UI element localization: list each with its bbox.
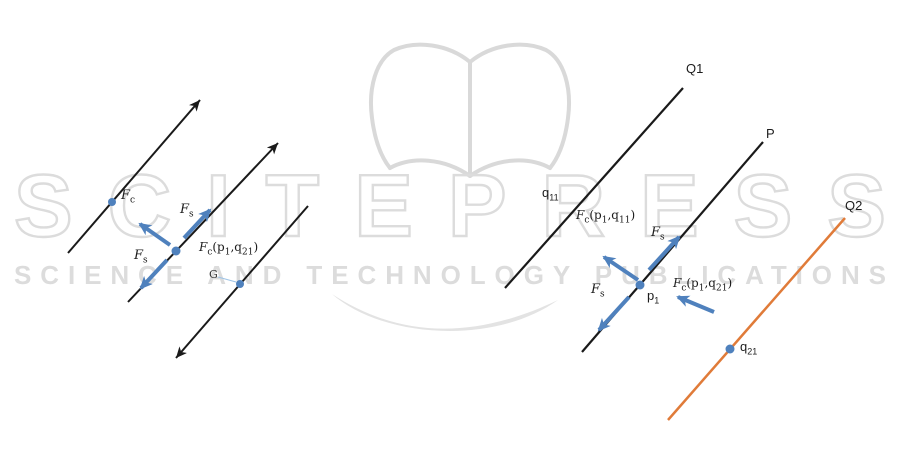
label-g: G <box>209 268 218 281</box>
label-fc-p1-q21: Fc(p1,q21) <box>673 276 733 294</box>
label-right-fs-upper: Fs <box>651 225 665 243</box>
right-force-fs-upper-arrow <box>647 235 681 272</box>
left-point-center <box>171 246 181 256</box>
line-q2 <box>667 217 846 421</box>
left-force-fs-upper-arrow <box>182 208 212 240</box>
left-point-on-line3 <box>236 280 244 288</box>
right-figure <box>504 87 846 421</box>
right-force-fc-p1q11-arrow <box>602 255 640 282</box>
label-left-fc-p1-q21: Fc(p1,q21) <box>199 240 259 258</box>
watermark: SCITEPRESS SCIENCE AND TECHNOLOGY PUBLIC… <box>13 42 887 331</box>
g-leader-line <box>217 276 237 283</box>
left-figure <box>67 99 309 359</box>
label-line-q2: Q2 <box>845 198 863 213</box>
left-point-on-line1 <box>108 198 116 206</box>
label-right-fs-lower: Fs <box>591 282 605 300</box>
watermark-brand: SCITEPRESS <box>14 156 886 255</box>
label-left-fs-lower: Fs <box>134 248 148 266</box>
open-book-icon <box>369 42 571 178</box>
left-force-fs-lower-arrow <box>139 258 169 290</box>
label-left-fc: Fc <box>121 188 136 206</box>
left-force-fc-arrow <box>138 222 172 247</box>
point-p1 <box>635 280 645 290</box>
right-force-fs-lower-arrow <box>597 295 631 332</box>
left-line-1 <box>67 99 201 254</box>
logo-swoosh <box>332 294 558 331</box>
label-q11: q11 <box>542 185 559 203</box>
line-q1 <box>504 87 684 289</box>
label-line-q1: Q1 <box>686 61 704 76</box>
point-q21 <box>725 344 735 354</box>
label-fc-p1-q11: Fc(p1,q11) <box>576 208 636 226</box>
label-line-p: P <box>766 126 775 141</box>
label-p1: p1 <box>647 288 660 306</box>
label-left-fs-upper: Fs <box>180 202 194 220</box>
label-q21: q21 <box>740 339 758 357</box>
right-force-fc-p1q21-arrow <box>676 295 715 314</box>
